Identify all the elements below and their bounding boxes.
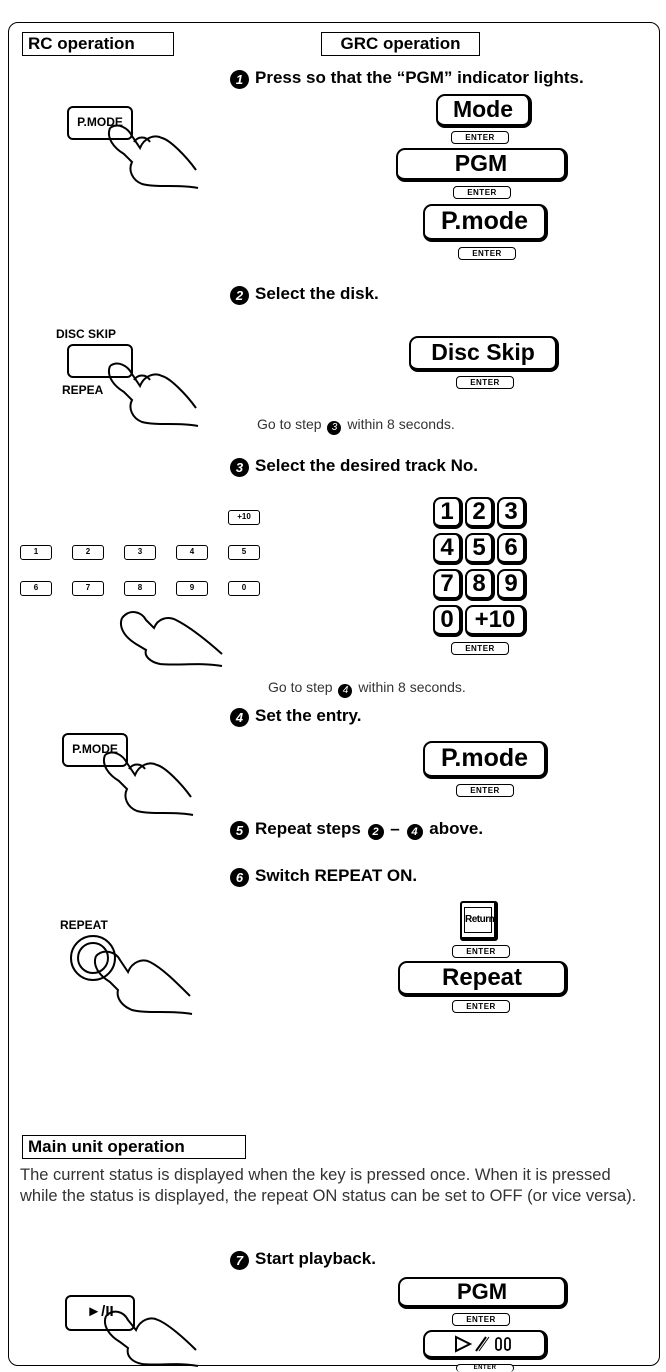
main-unit-operation-header: Main unit operation [22, 1135, 246, 1159]
rc-repeat-button[interactable] [70, 935, 116, 981]
step-6: 6 Switch REPEAT ON. [230, 865, 417, 887]
grc-num-key[interactable]: 9 [497, 569, 527, 601]
enter-key[interactable]: ENTER [451, 131, 509, 144]
grc-return-key[interactable]: Return [460, 901, 498, 941]
step-number-badge: 2 [230, 286, 249, 305]
step-6-text: Switch REPEAT ON. [255, 866, 418, 885]
rc-num-button[interactable]: 9 [176, 581, 208, 596]
grc-repeat-key[interactable]: Repeat [398, 961, 568, 997]
note-text: Go to step [257, 416, 322, 432]
step-1: 1 Press so that the “PGM” indicator light… [230, 67, 584, 89]
rc-pmode-button[interactable]: P.MODE [62, 733, 128, 767]
pointing-hand-icon [108, 124, 199, 189]
rc-num-button[interactable]: 1 [20, 545, 52, 560]
pointing-hand-icon [104, 1310, 199, 1367]
step-ref-badge: 2 [367, 824, 384, 840]
grc-plus10-key[interactable]: +10 [465, 605, 527, 637]
step-ref-badge: 4 [338, 684, 353, 698]
step-number-badge: 5 [230, 821, 249, 840]
grc-pmode-key[interactable]: P.mode [423, 741, 548, 779]
rc-num-button[interactable]: 3 [124, 545, 156, 560]
note-text: within 8 seconds. [358, 679, 466, 695]
note-text: within 8 seconds. [347, 416, 455, 432]
rc-num-button[interactable]: 8 [124, 581, 156, 596]
rc-num-button[interactable]: 2 [72, 545, 104, 560]
enter-key[interactable]: ENTER [456, 1364, 514, 1372]
rc-num-button[interactable]: 6 [20, 581, 52, 596]
enter-key[interactable]: ENTER [458, 247, 516, 260]
grc-pgm-key[interactable]: PGM [398, 1277, 568, 1309]
goto-step-4-note: Go to step 4 within 8 seconds. [268, 679, 466, 698]
grc-play-pause-key[interactable] [423, 1330, 548, 1360]
grc-operation-header: GRC operation [321, 32, 480, 56]
step-5: 5 Repeat steps 2 – 4 above. [230, 818, 483, 840]
rc-num-button[interactable]: 0 [228, 581, 260, 596]
rc-num-button[interactable]: 5 [228, 545, 260, 560]
rc-pmode-button[interactable]: P.MODE [67, 106, 133, 140]
disc-skip-label: DISC SKIP [56, 327, 117, 341]
rc-operation-header: RC operation [22, 32, 174, 56]
button-ring [77, 942, 109, 974]
pointing-hand-icon [120, 611, 223, 667]
rc-num-button[interactable]: 7 [72, 581, 104, 596]
grc-num-key[interactable]: 3 [497, 497, 527, 529]
grc-num-key[interactable]: 6 [497, 533, 527, 565]
step-3: 3 Select the desired track No. [230, 455, 478, 477]
note-text: Go to step [268, 679, 333, 695]
enter-key[interactable]: ENTER [456, 784, 514, 797]
grc-num-key[interactable]: 8 [465, 569, 495, 601]
grc-num-key[interactable]: 1 [433, 497, 463, 529]
goto-step-3-note: Go to step 3 within 8 seconds. [257, 416, 455, 435]
step-3-text: Select the desired track No. [255, 456, 478, 475]
return-label: Return [464, 907, 495, 933]
grc-pmode-key[interactable]: P.mode [423, 204, 548, 242]
step-2-text: Select the disk. [255, 284, 379, 303]
step-ref-badge: 3 [327, 421, 342, 435]
step-ref-badge: 4 [406, 824, 423, 840]
rc-disc-skip-button[interactable] [67, 344, 133, 378]
grc-num-key[interactable]: 7 [433, 569, 463, 601]
grc-num-key[interactable]: 0 [433, 605, 463, 637]
pointing-hand-icon [108, 362, 199, 427]
rc-plus10-button[interactable]: +10 [228, 510, 260, 525]
step-4: 4 Set the entry. [230, 705, 361, 727]
grc-num-key[interactable]: 4 [433, 533, 463, 565]
grc-num-key[interactable]: 2 [465, 497, 495, 529]
manual-frame [8, 22, 660, 1366]
step-7-text: Start playback. [255, 1249, 376, 1268]
grc-disc-skip-key[interactable]: Disc Skip [409, 336, 559, 372]
enter-key[interactable]: ENTER [456, 376, 514, 389]
enter-key[interactable]: ENTER [452, 945, 510, 958]
enter-key[interactable]: ENTER [452, 1000, 510, 1013]
step-2: 2 Select the disk. [230, 283, 379, 305]
step-5-text-end: above. [429, 819, 484, 838]
main-unit-description: The current status is displayed when the… [20, 1166, 637, 1205]
step-number-badge: 3 [230, 458, 249, 477]
step-7: 7 Start playback. [230, 1248, 376, 1270]
enter-key[interactable]: ENTER [452, 1313, 510, 1326]
repeat-label: REPEA [62, 383, 104, 397]
step-number-badge: 6 [230, 868, 249, 887]
step-number-badge: 4 [230, 708, 249, 727]
grc-pgm-key[interactable]: PGM [396, 148, 568, 182]
enter-key[interactable]: ENTER [453, 186, 511, 199]
step-5-text: Repeat steps [255, 819, 361, 838]
grc-mode-key[interactable]: Mode [436, 94, 532, 128]
dash-text: – [390, 819, 400, 838]
pointing-hand-icon [94, 950, 193, 1015]
repeat-label: REPEAT [60, 918, 108, 932]
enter-key[interactable]: ENTER [451, 642, 509, 655]
step-number-badge: 1 [230, 70, 249, 89]
grc-num-key[interactable]: 5 [465, 533, 495, 565]
play-pause-icon [454, 1335, 511, 1353]
rc-num-button[interactable]: 4 [176, 545, 208, 560]
step-1-text: Press so that the “PGM” indicator lights… [255, 68, 584, 87]
pointing-hand-icon [103, 751, 194, 816]
step-4-text: Set the entry. [255, 706, 362, 725]
step-number-badge: 7 [230, 1251, 249, 1270]
